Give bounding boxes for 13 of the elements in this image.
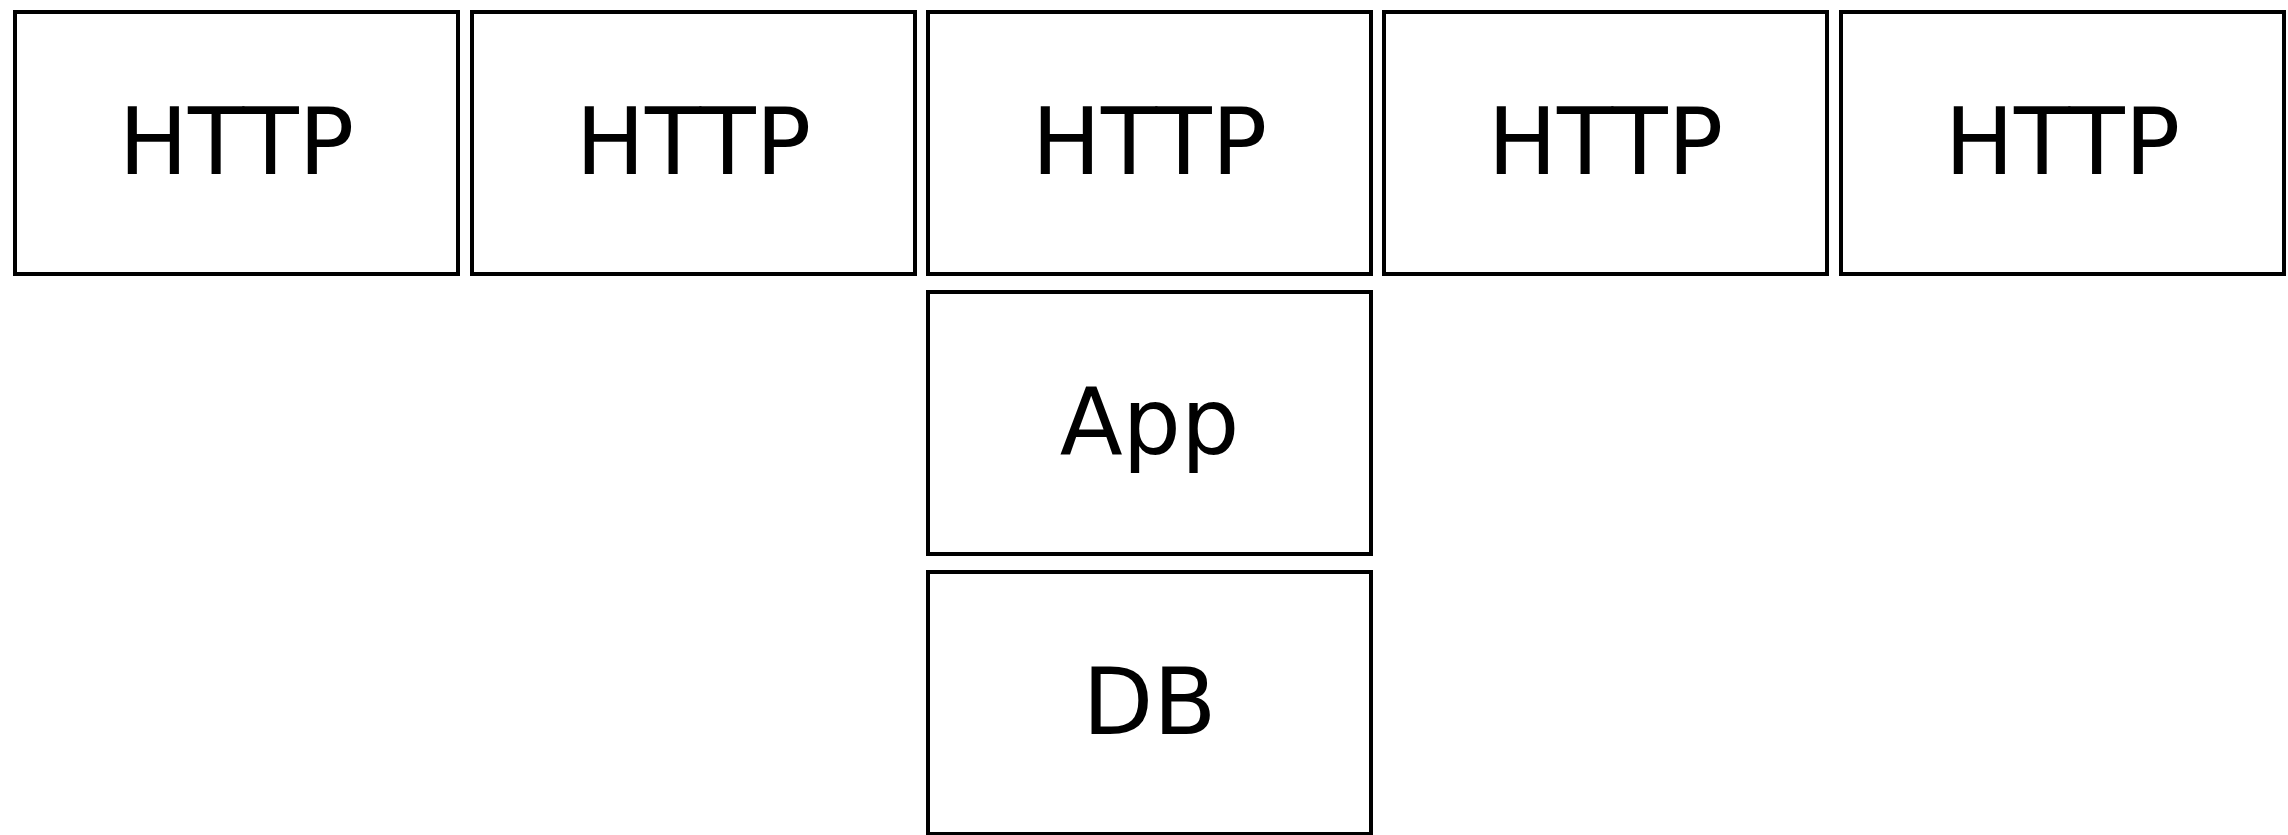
component-box xyxy=(13,10,460,276)
component-label: HTTP xyxy=(1031,97,1268,189)
component-box xyxy=(470,10,917,276)
component-box xyxy=(1382,10,1829,276)
component-label: HTTP xyxy=(118,97,355,189)
component-label: DB xyxy=(1082,657,1217,749)
component-box xyxy=(926,290,1373,556)
component-box xyxy=(926,570,1373,835)
component-label: HTTP xyxy=(575,97,812,189)
component-box xyxy=(1839,10,2286,276)
component-label: HTTP xyxy=(1944,97,2181,189)
component-box xyxy=(926,10,1373,276)
component-label: HTTP xyxy=(1487,97,1724,189)
